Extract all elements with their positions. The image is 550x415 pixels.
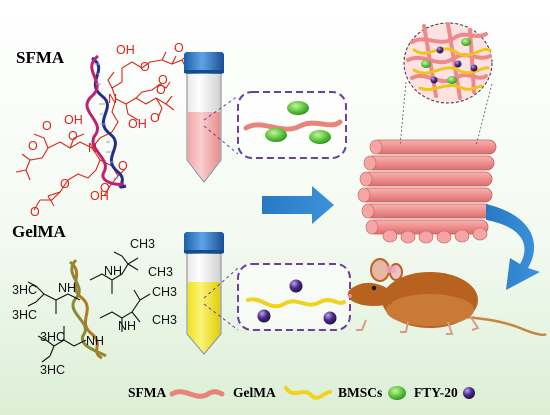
legend-gelma-label: GelMA — [233, 385, 276, 400]
sfma-strand — [243, 119, 343, 132]
scaffold-inset — [403, 22, 493, 104]
gelma-ch3-2: CH3 — [152, 285, 177, 299]
bmsc-cell — [287, 101, 309, 115]
gelma-nh2: NH — [58, 281, 76, 295]
fty-particle — [323, 311, 337, 325]
sfma-o5: O — [42, 119, 52, 133]
gelma-tube — [184, 232, 224, 355]
bmsc-cell — [309, 130, 331, 144]
legend-sfma-swatch — [169, 389, 225, 399]
gelma-nh3: NH — [118, 319, 136, 333]
gelma-tube-cap — [184, 232, 224, 254]
gelma-atoms: CH3 CH3 NH 3HC 3HC NH CH3 CH3 NH 3HC 3HC… — [12, 237, 177, 377]
sfma-o6: O — [28, 139, 38, 153]
fty-particle — [257, 309, 271, 323]
process-arrow — [262, 186, 334, 224]
sfma-helix — [85, 54, 127, 189]
printed-scaffold — [357, 139, 497, 244]
gelma-3hc-1: 3HC — [12, 283, 37, 297]
mouse-illustration — [347, 258, 547, 336]
legend-sfma-label: SFMA — [128, 385, 167, 400]
sfma-o1: O — [140, 60, 150, 74]
gelma-molecule — [27, 251, 151, 363]
legend-bmscs-label: BMSCs — [338, 385, 383, 400]
sfma-o10: O — [118, 159, 128, 173]
sfma-atoms: N N OH OH OH OH O O O O O O O O O O O O — [28, 41, 184, 219]
sfma-o7: O — [60, 177, 70, 191]
bmsc-cell — [265, 128, 287, 142]
sfma-o4: O — [158, 73, 168, 87]
sfma-o2: O — [174, 41, 184, 55]
sfma-o3: O — [156, 83, 166, 97]
gelma-zoom-box — [237, 263, 351, 331]
sfma-o8: O — [30, 205, 40, 219]
sfma-zoom-box — [237, 91, 347, 159]
legend — [169, 386, 475, 400]
implant-arrow — [486, 204, 540, 290]
fty-particle — [289, 279, 303, 293]
sfma-title: SFMA — [16, 48, 65, 67]
legend-gelma-swatch — [284, 386, 332, 400]
gelma-nh1: NH — [104, 264, 122, 278]
legend-fty-swatch — [463, 387, 475, 399]
gelma-3hc-4: 3HC — [40, 363, 65, 377]
legend-bmsc-swatch — [388, 386, 406, 400]
gelma-ch3-3: CH3 — [152, 313, 177, 327]
gelma-strand — [246, 297, 346, 309]
sfma-n1: N — [108, 92, 117, 106]
gelma-3hc-3: 3HC — [40, 330, 65, 344]
sfma-oh3: OH — [90, 189, 109, 203]
sfma-oh2: OH — [64, 113, 83, 127]
sfma-n2: N — [88, 141, 97, 155]
inset-connectors — [399, 81, 493, 147]
zoom-connectors — [203, 95, 239, 331]
sfma-tube — [184, 52, 224, 183]
sfma-oh4: OH — [128, 117, 147, 131]
gelma-helix — [68, 258, 107, 360]
gelma-nh4: NH — [86, 334, 104, 348]
sfma-oh1: OH — [116, 43, 135, 57]
gelma-ch3-1: CH3 — [130, 237, 155, 251]
sfma-o11: O — [68, 129, 78, 143]
legend-fty-label: FTY-20 — [414, 385, 458, 400]
sfma-tube-cap — [184, 52, 224, 74]
sfma-o9: O — [150, 111, 160, 125]
gelma-3hc-2: 3HC — [12, 308, 37, 322]
sfma-molecule — [15, 51, 189, 211]
gelma-title: GelMA — [12, 222, 66, 241]
sfma-o12: O — [100, 181, 110, 195]
gelma-ch3-top-2: CH3 — [148, 265, 173, 279]
